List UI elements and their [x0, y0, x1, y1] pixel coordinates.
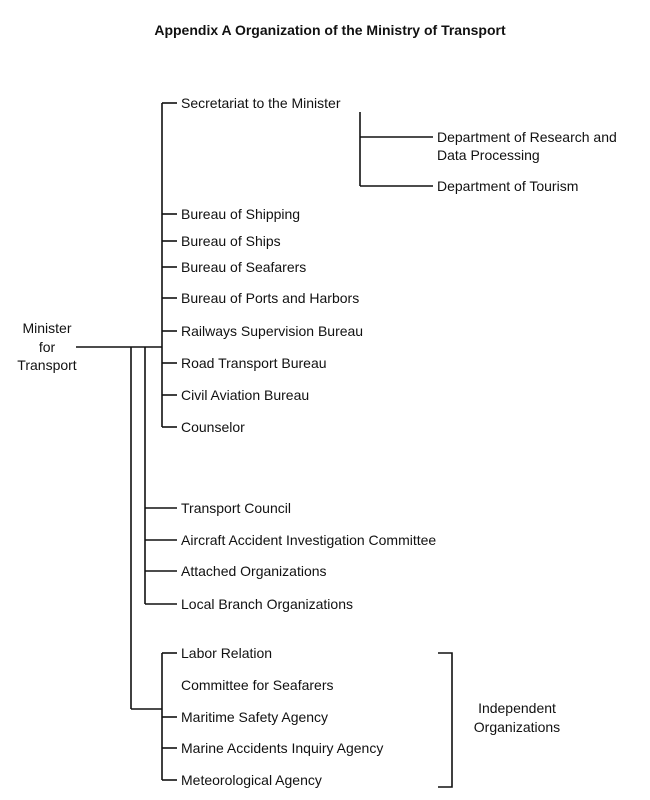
node-bureau-4: Bureau of Ports and Harbors: [181, 290, 359, 306]
node-bureau-2: Bureau of Ships: [181, 233, 281, 249]
node-bureau-7: Civil Aviation Bureau: [181, 387, 309, 403]
node-group2-1: Transport Council: [181, 500, 291, 516]
root-node-line-3: Transport: [17, 357, 77, 373]
node-group3-5: Meteorological Agency: [181, 772, 322, 788]
independent-bracket: [438, 652, 453, 788]
node-group3-2: Committee for Seafarers: [181, 677, 334, 693]
node-department-1-line-2: Data Processing: [437, 147, 540, 163]
node-group3-1: Labor Relation: [181, 645, 272, 661]
chart-title: Appendix A Organization of the Ministry …: [154, 22, 506, 38]
node-group2-2: Aircraft Accident Investigation Committe…: [181, 532, 436, 548]
node-bureau-3: Bureau of Seafarers: [181, 259, 306, 275]
node-department-1-line-1: Department of Research and: [437, 129, 617, 145]
node-bureau-5: Railways Supervision Bureau: [181, 323, 363, 339]
root-node-line-1: Minister: [22, 320, 71, 336]
node-bureau-8: Counselor: [181, 419, 245, 435]
bracket-label-line-1: Independent: [478, 700, 556, 716]
node-secretariat: Secretariat to the Minister: [181, 95, 341, 111]
root-node-line-2: for: [39, 339, 56, 355]
node-bureau-1: Bureau of Shipping: [181, 206, 300, 222]
node-department-2: Department of Tourism: [437, 178, 578, 194]
node-bureau-6: Road Transport Bureau: [181, 355, 327, 371]
bracket-label-line-2: Organizations: [474, 719, 560, 735]
node-group2-4: Local Branch Organizations: [181, 596, 353, 612]
node-group3-3: Maritime Safety Agency: [181, 709, 328, 725]
node-group2-3: Attached Organizations: [181, 563, 327, 579]
node-group3-4: Marine Accidents Inquiry Agency: [181, 740, 383, 756]
